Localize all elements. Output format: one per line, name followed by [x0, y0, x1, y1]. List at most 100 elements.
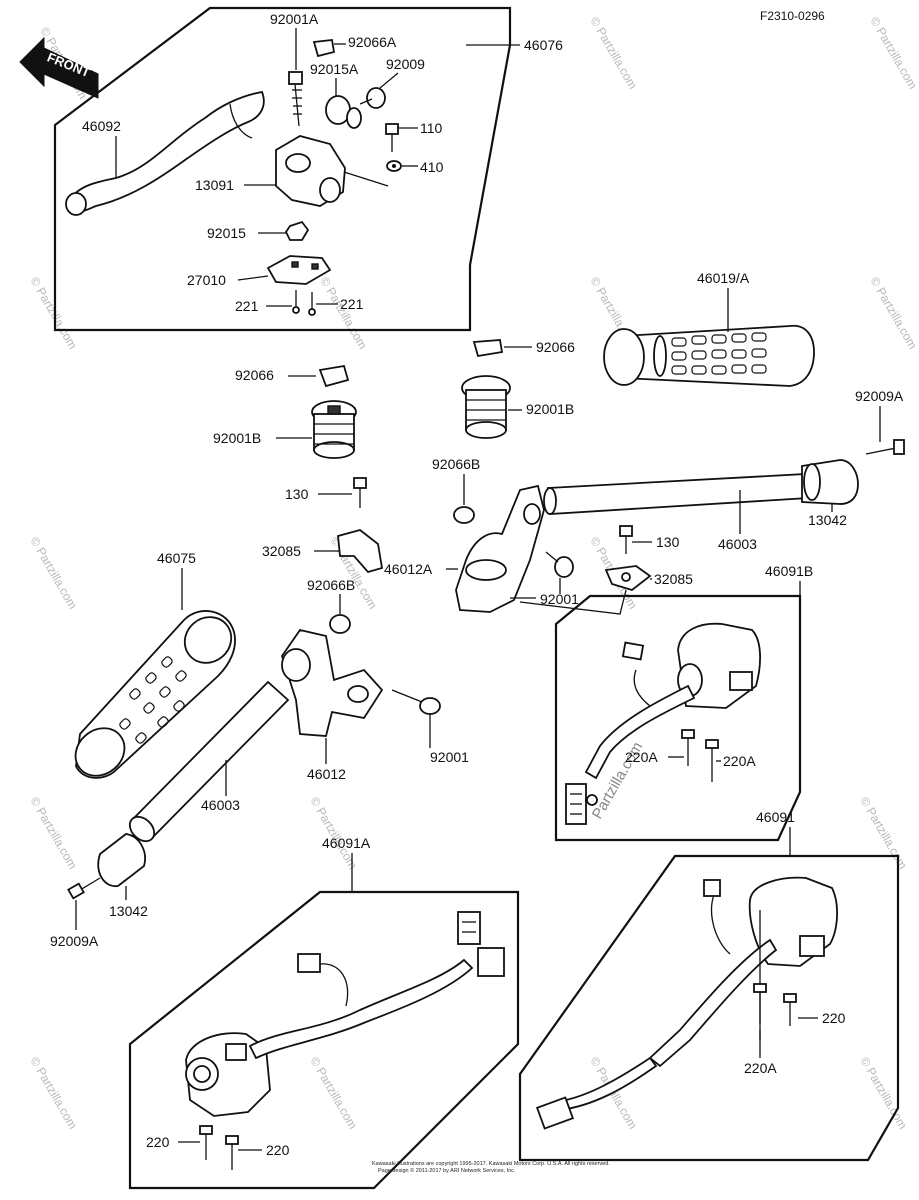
part-number-label: 220A	[744, 1060, 777, 1076]
box-46091A	[128, 890, 520, 1190]
part-number-label: 46012A	[384, 561, 433, 577]
screw-92009	[359, 87, 386, 109]
part-number-label: 46012	[307, 766, 346, 782]
watermark: © Partzilla.com	[27, 1055, 80, 1132]
screws-221	[292, 290, 316, 316]
cap-92066B-mid	[329, 614, 351, 634]
part-number-label: 220	[822, 1010, 846, 1026]
part-number-label: 92066	[536, 339, 575, 355]
part-number-label: 46091A	[322, 835, 371, 851]
handlebar-46003-right	[543, 459, 859, 515]
part-number-label: 92066A	[348, 34, 397, 50]
part-number-label: 220A	[625, 749, 658, 765]
part-number-label: 110	[420, 120, 443, 136]
part-number-label: 46092	[82, 118, 121, 134]
part-number-label: 92001	[540, 591, 579, 607]
part-number-label: 92001B	[213, 430, 261, 446]
part-number-label: 46003	[718, 536, 757, 552]
part-number-label: 92066B	[432, 456, 480, 472]
handlebar-46003-left	[97, 680, 290, 887]
part-number-label: 13042	[109, 903, 148, 919]
bolt-130-right	[619, 525, 633, 554]
part-number-label: 92015	[207, 225, 246, 241]
part-number-label: 46091	[756, 809, 795, 825]
pivot-92015A	[325, 95, 362, 129]
part-number-label: 46091B	[765, 563, 813, 579]
switch-46091B	[565, 622, 761, 825]
watermark: © Partzilla.com	[867, 275, 919, 352]
watermark: © Partzilla.com	[867, 15, 919, 92]
copyright-line-2: Page design © 2011-2017 by ARI Network S…	[378, 1167, 516, 1174]
screws-220-220A	[753, 910, 797, 1040]
throttle-grip-46019A	[603, 324, 815, 387]
watermark: © Partzilla.com	[587, 15, 640, 92]
part-number-label: 92001B	[526, 401, 574, 417]
watermark: © Partzilla.com	[857, 795, 910, 872]
part-number-label: 220	[266, 1142, 290, 1158]
bolt-92001A	[288, 71, 303, 127]
watermark: © Partzilla.com	[27, 795, 80, 872]
part-number-label: 92015A	[310, 61, 359, 77]
switch-27010	[266, 255, 332, 285]
grip-46075	[74, 610, 236, 779]
part-number-label: 221	[340, 296, 364, 312]
part-number-label: 220	[146, 1134, 170, 1150]
labels-right-upper: 46019/A 92066 92001B 92009A 92066B 13042…	[384, 270, 904, 615]
part-number-label: 92009	[386, 56, 425, 72]
washer-410	[386, 160, 402, 172]
part-number-label: 46019/A	[697, 270, 750, 286]
part-number-label: 46076	[524, 37, 563, 53]
bracket-32085-right	[604, 565, 652, 591]
bolt-110	[385, 123, 399, 152]
part-number-label: 13091	[195, 177, 234, 193]
part-number-label: 130	[656, 534, 680, 550]
cap-92066-right	[472, 339, 504, 358]
plug-92001B-right	[461, 375, 511, 439]
holder-46012	[281, 628, 384, 737]
watermark: © Partzilla.com	[317, 275, 370, 352]
labels-46091B: 46091B 220A 220A	[625, 563, 813, 769]
bolt-92001-holder	[545, 551, 574, 578]
part-number-label: 130	[285, 486, 309, 502]
labels-left-middle: 92066 92001B 130 32085 46075 92066B 9200…	[50, 367, 469, 949]
labels-46091A: 46091A 220 220	[146, 835, 371, 1158]
part-number-label: 92001	[430, 749, 469, 765]
diagram-code: F2310-0296	[760, 9, 825, 23]
bolt-92001-low	[391, 689, 441, 715]
bracket-32085-left	[337, 529, 384, 574]
screw-92009A-low	[67, 877, 101, 900]
screw-92009A-top	[865, 439, 905, 455]
part-number-label: 32085	[262, 543, 301, 559]
labels-box1: 92001A 92066A 46076 92015A 92009 46092 1…	[82, 11, 563, 314]
plug-92001B-left	[311, 400, 357, 459]
part-number-label: 92066	[235, 367, 274, 383]
labels-46091: 46091 220 220A	[744, 809, 846, 1076]
nut-92015	[284, 220, 310, 241]
watermark: © Partzilla.com	[857, 1055, 910, 1132]
part-number-label: 27010	[187, 272, 226, 288]
watermark: © Partzilla.com	[27, 275, 80, 352]
part-number-label: 92001A	[270, 11, 319, 27]
part-number-label: 221	[235, 298, 259, 314]
brake-lever	[65, 90, 265, 216]
screws-220A-B	[681, 729, 719, 782]
part-number-label: 220A	[723, 753, 756, 769]
cap-92066-left	[318, 364, 350, 388]
watermark: © Partzilla.com	[27, 535, 80, 612]
screws-220-left	[199, 1125, 239, 1170]
box-46091	[518, 854, 900, 1162]
switch-46091	[535, 876, 838, 1130]
watermark: © Partzilla.com	[307, 1055, 360, 1132]
master-cylinder	[275, 135, 389, 207]
part-number-label: 13042	[808, 512, 847, 528]
part-number-label: 46075	[157, 550, 196, 566]
part-number-label: 92009A	[855, 388, 904, 404]
cap-92066A	[312, 39, 336, 58]
copyright-line-1: Kawasaki illustrations are copyright 199…	[372, 1161, 610, 1167]
part-number-label: 32085	[654, 571, 693, 587]
part-number-label: 410	[420, 159, 444, 175]
part-number-label: 92066B	[307, 577, 355, 593]
part-number-label: 92009A	[50, 933, 99, 949]
part-number-label: 46003	[201, 797, 240, 813]
